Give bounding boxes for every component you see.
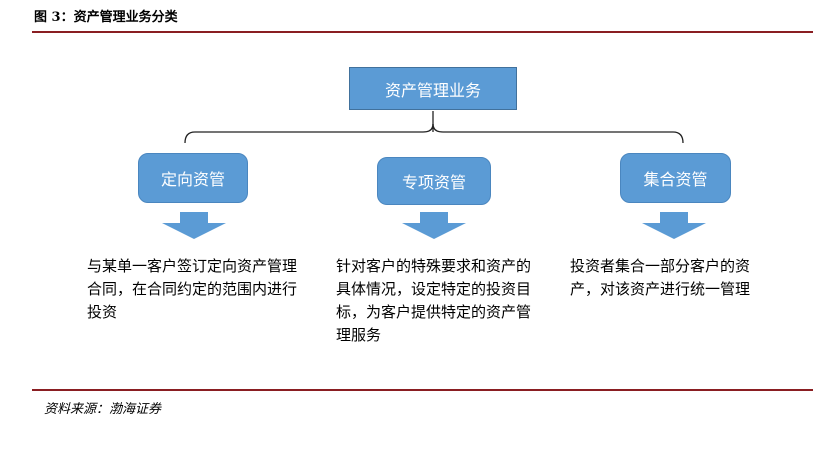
bracket-left-arm bbox=[184, 123, 434, 144]
category-description-collective: 投资者集合一部分客户的资产，对该资产进行统一管理 bbox=[570, 257, 751, 298]
category-box-collective: 集合资管 bbox=[620, 153, 731, 203]
category-box-special: 专项资管 bbox=[377, 157, 491, 205]
category-description-special: 针对客户的特殊要求和资产的具体情况，设定特定的投资目标，为客户提供特定的资产管理… bbox=[336, 257, 532, 344]
bottom-divider bbox=[32, 389, 813, 391]
bracket-connector bbox=[184, 111, 684, 144]
root-node-box: 资产管理业务 bbox=[349, 67, 517, 110]
source-note: 资料来源：渤海证券 bbox=[44, 402, 162, 417]
down-arrow-icon bbox=[162, 212, 226, 239]
bracket-right-arm bbox=[432, 123, 684, 144]
category-description-directional: 与某单一客户签订定向资产管理合同，在合同约定的范围内进行投资 bbox=[87, 257, 298, 321]
down-arrow-icon bbox=[642, 212, 706, 239]
down-arrow-icon bbox=[402, 212, 466, 239]
category-box-directional: 定向资管 bbox=[138, 153, 248, 203]
figure-title: 图 3：资产管理业务分类 bbox=[34, 10, 178, 25]
top-divider bbox=[32, 31, 813, 33]
